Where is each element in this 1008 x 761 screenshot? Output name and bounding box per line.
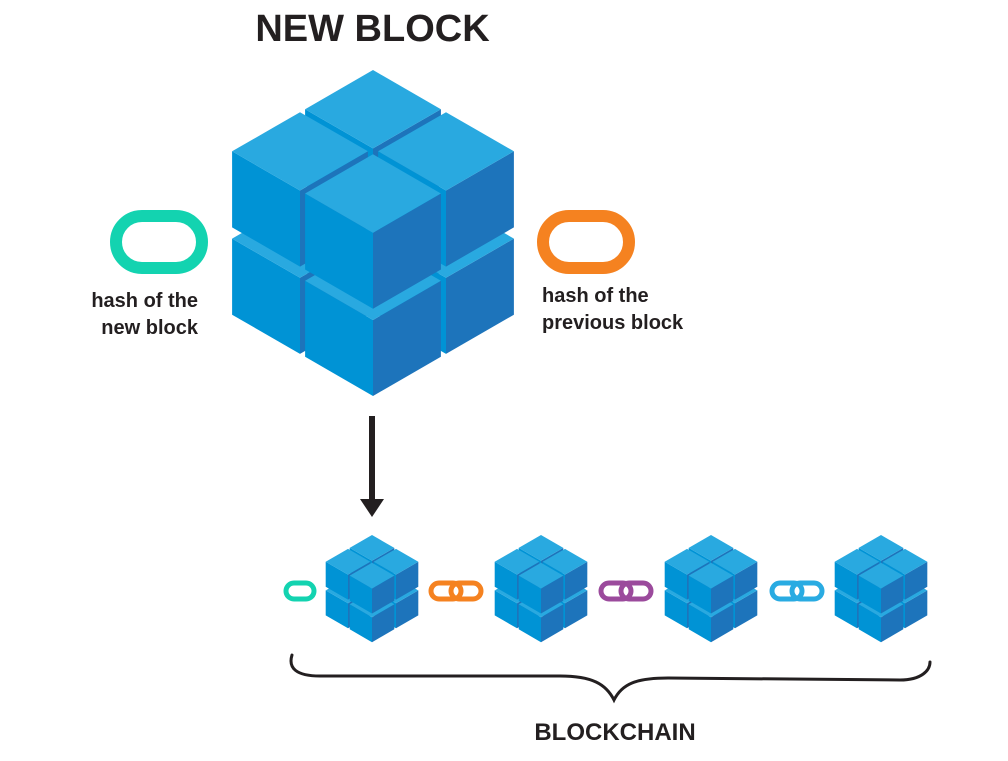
cube-top-face — [834, 548, 880, 575]
cube-left-face — [834, 590, 857, 629]
cube — [518, 562, 564, 614]
cube-right-face — [396, 590, 419, 629]
cube-top-face — [349, 562, 395, 589]
cube-right-face — [541, 575, 564, 614]
link-ring-right — [618, 580, 654, 602]
cube-left-face — [305, 280, 373, 396]
cube-left-face — [494, 561, 517, 600]
cube — [858, 562, 904, 614]
cube-top-face — [858, 535, 904, 561]
hash-new-line-1: hash of the — [91, 290, 198, 312]
cube-right-face — [541, 604, 564, 643]
cube-left-face — [688, 575, 711, 614]
cube-top-face — [232, 112, 368, 191]
cube-left-face — [305, 193, 373, 309]
cube-right-face — [881, 575, 904, 614]
chain-link-icon-2 — [428, 580, 484, 602]
chain-block-2 — [494, 535, 588, 643]
page-title: NEW BLOCK — [255, 8, 490, 50]
cube-left-face — [349, 575, 372, 614]
cube-left-face — [688, 604, 711, 643]
cube-right-face — [735, 561, 758, 600]
hash-previous-chain-link-icon — [537, 210, 635, 274]
cube-left-face — [834, 561, 857, 600]
cube-top-face — [542, 548, 588, 575]
cube-right-face — [396, 561, 419, 600]
cube-left-face — [349, 604, 372, 643]
cube-top-face — [858, 562, 904, 589]
hash-new-chain-link-icon — [110, 210, 208, 274]
cube-right-face — [565, 590, 588, 629]
cube-left-face — [325, 590, 348, 629]
chain-link-icon-3 — [598, 580, 654, 602]
cube-right-face — [905, 590, 928, 629]
cube-top-face — [882, 548, 928, 575]
cube-right-face — [372, 575, 395, 614]
cube-left-face — [494, 590, 517, 629]
cube-right-face — [905, 561, 928, 600]
cube-left-face — [232, 151, 300, 267]
cube-top-face — [688, 562, 734, 589]
cube-left-face — [518, 575, 541, 614]
cube-left-face — [325, 561, 348, 600]
cube-right-face — [372, 604, 395, 643]
blockchain-row — [283, 535, 928, 643]
hash-prev-line-1: hash of the — [542, 285, 649, 307]
cube-top-face — [378, 112, 514, 191]
hash-previous-block-label: hash of the previous block — [542, 283, 762, 337]
hash-new-ring — [110, 210, 208, 274]
cube-right-face — [735, 590, 758, 629]
hash-prev-ring — [537, 210, 635, 274]
cube — [688, 562, 734, 614]
cube-right-face — [373, 193, 441, 309]
chain-block-1 — [325, 535, 419, 643]
link-ring-right — [448, 580, 484, 602]
blockchain-brace — [289, 653, 932, 704]
cube-top-face — [373, 548, 419, 575]
cube-right-face — [711, 575, 734, 614]
hash-new-block-label: hash of the new block — [40, 288, 198, 342]
cube-right-face — [373, 280, 441, 396]
link-ring-left — [598, 580, 634, 602]
cube-left-face — [518, 604, 541, 643]
cube-top-face — [349, 535, 395, 561]
cube — [305, 154, 441, 309]
cube-top-face — [518, 535, 564, 561]
cube-right-face — [881, 604, 904, 643]
cube-top-face — [712, 548, 758, 575]
chain-link-icon-4 — [769, 580, 825, 602]
link-ring-right — [789, 580, 825, 602]
cube-top-face — [494, 548, 540, 575]
link-ring-left — [769, 580, 805, 602]
chain-link-icon-1 — [283, 580, 317, 602]
cube-top-face — [305, 154, 441, 233]
link-ring-left — [428, 580, 464, 602]
cube-right-face — [711, 604, 734, 643]
cube-top-face — [518, 562, 564, 589]
cube-top-face — [305, 70, 441, 149]
cube-top-face — [325, 548, 371, 575]
cube-left-face — [664, 561, 687, 600]
cube-right-face — [446, 151, 514, 267]
cube-top-face — [664, 548, 710, 575]
cube-top-face — [688, 535, 734, 561]
cube-left-face — [664, 590, 687, 629]
new-block-cube-cluster — [232, 70, 514, 396]
cube — [349, 562, 395, 614]
cube-right-face — [565, 561, 588, 600]
chain-block-4 — [834, 535, 928, 643]
cube-left-face — [232, 238, 300, 354]
hash-prev-line-2: previous block — [542, 312, 684, 334]
cube-right-face — [446, 238, 514, 354]
link-ring — [283, 580, 317, 602]
cube-left-face — [858, 575, 881, 614]
hash-new-line-2: new block — [101, 317, 198, 339]
blockchain-label: BLOCKCHAIN — [534, 719, 696, 746]
cube-left-face — [858, 604, 881, 643]
chain-block-3 — [664, 535, 758, 643]
down-arrow-icon — [360, 416, 384, 517]
